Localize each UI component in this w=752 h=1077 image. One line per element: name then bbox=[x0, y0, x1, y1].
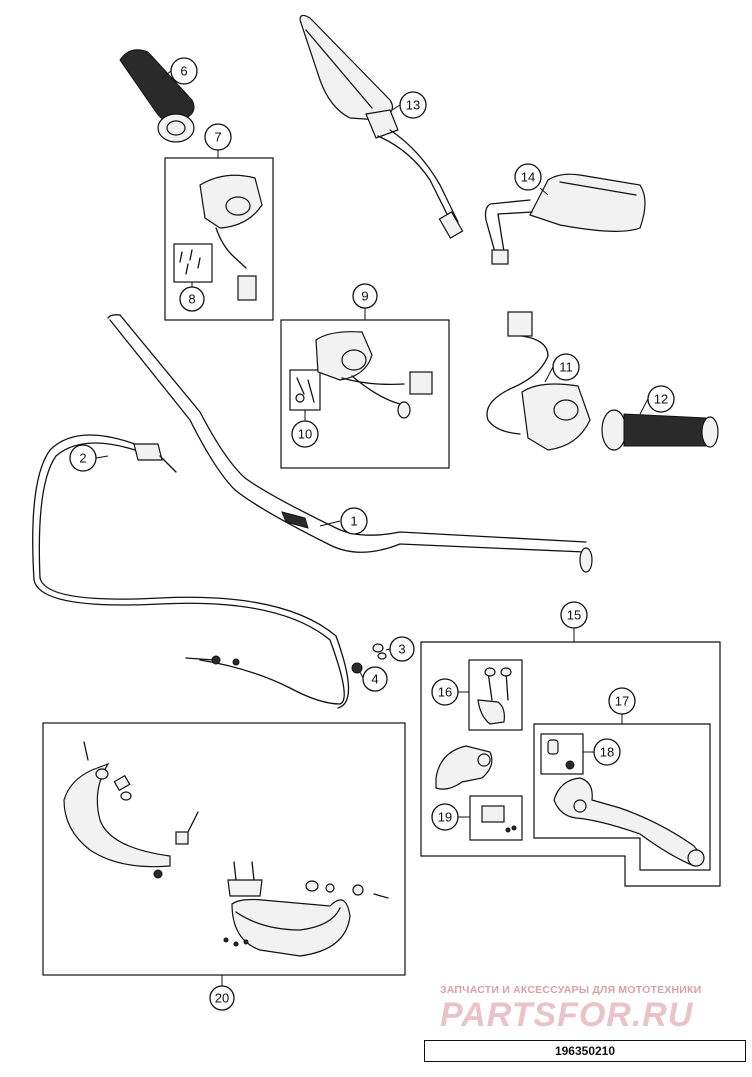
callout-3: 3 bbox=[389, 636, 415, 662]
callout-label: 9 bbox=[361, 289, 368, 304]
group-box-16 bbox=[468, 659, 523, 731]
callout-label: 1 bbox=[350, 514, 357, 529]
callout-15: 15 bbox=[560, 601, 588, 629]
callout-label: 19 bbox=[438, 810, 452, 825]
leader-13 bbox=[391, 104, 401, 111]
group-box-10 bbox=[289, 369, 321, 411]
handguard-left bbox=[63, 741, 199, 879]
callout-label: 8 bbox=[188, 292, 195, 307]
callout-16: 16 bbox=[431, 678, 459, 706]
document-id: 196350210 bbox=[554, 1044, 616, 1058]
callout-label: 4 bbox=[371, 672, 378, 687]
callout-13: 13 bbox=[399, 91, 427, 119]
callout-20: 20 bbox=[209, 985, 235, 1011]
right-mirror bbox=[484, 173, 646, 265]
leader-1 bbox=[319, 520, 341, 527]
callout-label: 18 bbox=[600, 745, 614, 760]
callout-label: 11 bbox=[559, 360, 573, 375]
handguard-right bbox=[223, 861, 389, 957]
lever-holder bbox=[435, 745, 493, 790]
callout-14: 14 bbox=[514, 163, 542, 191]
nut-4 bbox=[351, 662, 363, 674]
leader-6 bbox=[161, 70, 172, 79]
screws-8 bbox=[179, 249, 201, 275]
callout-6: 6 bbox=[170, 57, 198, 85]
leader-3 bbox=[385, 648, 391, 651]
callout-label: 20 bbox=[215, 991, 229, 1006]
callout-8: 8 bbox=[179, 286, 205, 312]
group-box-8 bbox=[173, 243, 213, 283]
right-grip bbox=[601, 409, 719, 451]
handlebar bbox=[107, 314, 593, 573]
callout-9: 9 bbox=[352, 283, 378, 309]
leader-11 bbox=[544, 366, 554, 383]
right-switch-9 bbox=[315, 331, 433, 419]
parts-18 bbox=[547, 739, 575, 770]
callout-10: 10 bbox=[291, 420, 319, 448]
callout-label: 6 bbox=[180, 64, 187, 79]
leader-4 bbox=[359, 671, 364, 679]
callout-label: 7 bbox=[214, 130, 221, 145]
group-box-17 bbox=[533, 723, 711, 871]
left-switch bbox=[199, 174, 263, 301]
callout-7: 7 bbox=[204, 123, 232, 151]
callout-12: 12 bbox=[647, 385, 675, 413]
switch-19 bbox=[481, 805, 517, 833]
group-box-20 bbox=[42, 722, 406, 976]
right-switch-11 bbox=[486, 311, 591, 451]
leader-2 bbox=[95, 455, 109, 459]
callout-label: 16 bbox=[438, 685, 452, 700]
brake-lever-17 bbox=[553, 777, 705, 867]
callout-label: 3 bbox=[398, 642, 405, 657]
callout-label: 17 bbox=[615, 694, 629, 709]
callout-4: 4 bbox=[362, 666, 388, 692]
callout-label: 10 bbox=[298, 427, 312, 442]
left-mirror bbox=[299, 14, 464, 239]
callout-18: 18 bbox=[593, 738, 621, 766]
callout-label: 2 bbox=[79, 451, 86, 466]
callout-2: 2 bbox=[69, 444, 97, 472]
callout-label: 14 bbox=[521, 170, 535, 185]
callout-label: 15 bbox=[567, 608, 581, 623]
lever-clamp-16 bbox=[477, 667, 512, 725]
screws-10 bbox=[295, 377, 315, 403]
callout-1: 1 bbox=[340, 507, 368, 535]
leader-14 bbox=[539, 187, 549, 196]
group-box-19 bbox=[469, 795, 523, 841]
callout-19: 19 bbox=[431, 803, 459, 831]
watermark-logo: PARTSFOR.RU bbox=[440, 996, 694, 1034]
left-grip bbox=[119, 49, 195, 143]
group-box-7 bbox=[164, 157, 274, 321]
washer-3 bbox=[372, 643, 387, 660]
leader-12 bbox=[639, 398, 649, 415]
group-box-15 bbox=[420, 641, 721, 887]
callout-label: 12 bbox=[654, 392, 668, 407]
watermark-tagline: ЗАПЧАСТИ И АКСЕССУАРЫ ДЛЯ МОТОТЕХНИКИ bbox=[440, 984, 702, 996]
group-box-18 bbox=[540, 733, 584, 775]
callout-11: 11 bbox=[552, 353, 580, 381]
document-id-box: 196350210 bbox=[424, 1040, 746, 1062]
callout-17: 17 bbox=[608, 687, 636, 715]
callout-label: 13 bbox=[406, 98, 420, 113]
throttle-cable bbox=[32, 434, 350, 709]
